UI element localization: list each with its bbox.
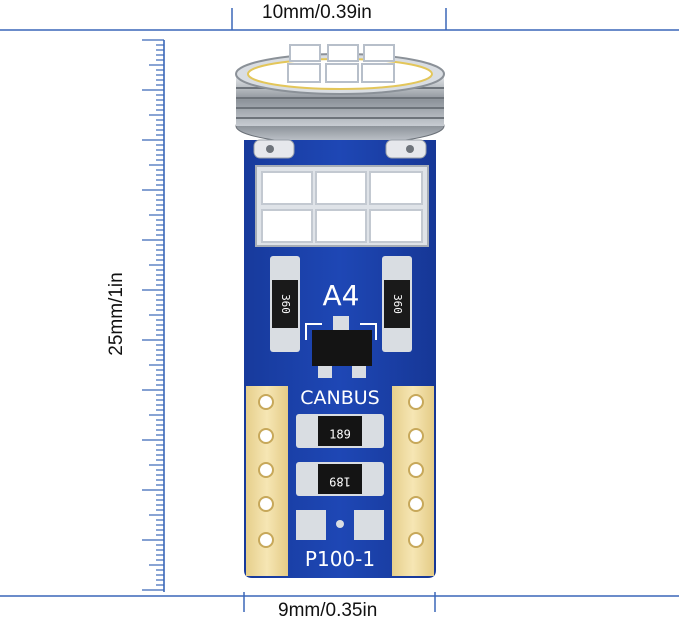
- resistor-right: 360: [382, 256, 412, 352]
- resistor-top-left-label: 360: [279, 294, 292, 314]
- top-leds: [287, 44, 395, 83]
- resistor-top-right-label: 360: [391, 294, 404, 314]
- model-text: P100-1: [305, 547, 375, 571]
- resistor-low-label: 189: [329, 475, 351, 489]
- front-leds: [255, 165, 429, 247]
- resistor-mid: 189: [296, 414, 384, 448]
- height-ruler: [142, 39, 165, 592]
- transistor: [305, 316, 377, 378]
- bottom-pads: [296, 510, 384, 540]
- resistor-mid-label: 189: [329, 428, 351, 442]
- width-bottom-label: 9mm/0.35in: [278, 600, 378, 621]
- resistor-low: 189: [296, 462, 384, 496]
- top-dimension: [0, 8, 679, 31]
- width-top-label: 10mm/0.39in: [262, 2, 372, 23]
- brand-text: CANBUS: [300, 387, 379, 409]
- resistor-left: 360: [270, 256, 300, 352]
- height-side-label: 25mm/1in: [106, 272, 127, 356]
- bottom-dimension: [0, 592, 679, 612]
- chip-label: A4: [323, 279, 360, 312]
- contact-pads: [246, 386, 434, 576]
